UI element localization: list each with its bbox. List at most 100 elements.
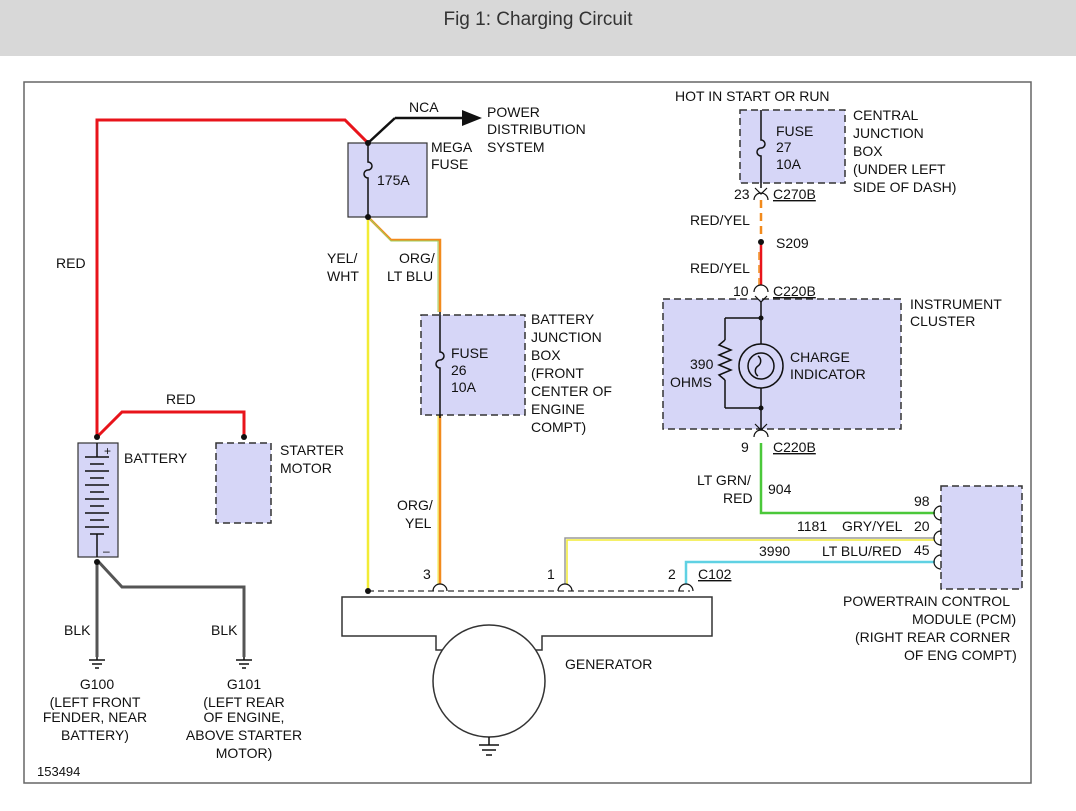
wire-label-ltblu-red: LT BLU/RED (822, 543, 902, 559)
figure-title: Fig 1: Charging Circuit (443, 9, 633, 30)
resistor-ohms-value: 390 (690, 356, 714, 372)
connection-dot (241, 434, 247, 440)
fuse-27-label: FUSE (776, 123, 813, 139)
g101-label: G101 (227, 676, 261, 692)
generator-pin-terminals-icon (432, 583, 694, 592)
connection-dot (365, 214, 371, 220)
splice-s209-label: S209 (776, 235, 809, 251)
connector-c270b-icon (753, 187, 769, 201)
bjb-label-6: ENGINE (531, 401, 585, 417)
circuit-904-label: 904 (768, 481, 792, 497)
resistor-ohms-unit: OHMS (670, 374, 712, 390)
battery-cells-icon (85, 443, 109, 557)
connection-dot (94, 434, 100, 440)
wire-label-org-ltblu-1: ORG/ (399, 250, 435, 266)
connection-dot (758, 315, 764, 321)
g100-label: G100 (80, 676, 114, 692)
ic-label-2: CLUSTER (910, 313, 975, 329)
cjb-label-1: CENTRAL (853, 107, 919, 123)
fuse-27-number: 27 (776, 139, 792, 155)
battery-box (77, 442, 119, 558)
wire-label-red-yel-2: RED/YEL (690, 260, 750, 276)
wire-ltgrn-red (759, 443, 935, 515)
pds-label-3: SYSTEM (487, 139, 545, 155)
generator-pin-1: 1 (547, 566, 555, 582)
bjb-label-5: CENTER OF (531, 383, 612, 399)
connector-c220b-top-label: C220B (773, 283, 816, 299)
wire-ltblu-red (684, 560, 935, 584)
bjb-label-1: BATTERY (531, 311, 595, 327)
splice-s209 (758, 239, 764, 245)
bjb-label-2: JUNCTION (531, 329, 602, 345)
starter-motor-box (215, 442, 272, 524)
g101-desc-1: (LEFT REAR (203, 694, 284, 710)
ground-generator-icon (479, 737, 499, 756)
mega-fuse-box (347, 142, 428, 218)
ground-g100-icon (89, 657, 105, 669)
wire-blk-g101 (95, 558, 246, 657)
wire-nca-to-pds (367, 117, 396, 144)
nca-label: NCA (409, 99, 439, 115)
wire-red-battery-to-mega-fuse (95, 118, 370, 437)
generator-body (341, 596, 713, 651)
wire-label-red-yel-1: RED/YEL (690, 212, 750, 228)
fuse-26-rating: 10A (451, 379, 477, 395)
pds-label-2: DISTRIBUTION (487, 121, 586, 137)
cjb-label-3: BOX (853, 143, 883, 159)
charge-indicator-label-1: CHARGE (790, 349, 850, 365)
wire-red-battery-to-starter (95, 410, 246, 439)
pin-23-label: 23 (734, 186, 750, 202)
battery-label: BATTERY (124, 450, 188, 466)
instrument-cluster-box (662, 298, 902, 430)
connection-dot (365, 588, 371, 594)
pcm-label-1: POWERTRAIN CONTROL (843, 593, 1010, 609)
g100-desc-1: (LEFT FRONT (50, 694, 141, 710)
generator-label: GENERATOR (565, 656, 652, 672)
connection-dot (365, 140, 371, 146)
connector-c102-label: C102 (698, 566, 732, 582)
charge-indicator-lamp-icon (738, 343, 784, 389)
mega-fuse-rating: 175A (377, 172, 410, 188)
arrow-head-icon (462, 110, 482, 126)
battery-plus-sign: + (104, 444, 111, 458)
circuit-1181-label: 1181 (797, 518, 827, 534)
bjb-label-7: COMPT) (531, 419, 586, 435)
starter-label-2: MOTOR (280, 460, 332, 476)
cjb-label-4: (UNDER LEFT (853, 161, 946, 177)
wire-org-ltblu-stripe (367, 216, 439, 312)
figure-header: Fig 1: Charging Circuit (0, 0, 1076, 56)
pin-9-label: 9 (741, 439, 749, 455)
charge-indicator-label-2: INDICATOR (790, 366, 866, 382)
generator-pin-2: 2 (668, 566, 676, 582)
fuse-symbol-icon (363, 143, 373, 217)
wire-label-ltgrn-red-2: RED (723, 490, 753, 506)
pcm-pin-20: 20 (914, 518, 930, 534)
fuse-26-label: FUSE (451, 345, 488, 361)
diagram-frame (23, 81, 1032, 784)
wire-label-blk-2: BLK (211, 622, 238, 638)
ic-label-1: INSTRUMENT (910, 296, 1002, 312)
wire-label-org-ltblu-2: LT BLU (387, 268, 433, 284)
pin-10-label: 10 (733, 283, 749, 299)
g101-desc-3: ABOVE STARTER (186, 727, 302, 743)
pcm-label-3: (RIGHT REAR CORNER (855, 629, 1010, 645)
pcm-label-2: MODULE (PCM) (912, 611, 1016, 627)
figure-id: 153494 (37, 764, 80, 779)
pcm-pin-45: 45 (914, 542, 930, 558)
wire-label-org-yel-1: ORG/ (397, 497, 433, 513)
cjb-label-2: JUNCTION (853, 125, 924, 141)
hot-in-start-label: HOT IN START OR RUN (675, 88, 830, 104)
bjb-label-4: (FRONT (531, 365, 584, 381)
connector-c220b-bottom-icon (753, 423, 769, 438)
g101-desc-4: MOTOR) (216, 745, 273, 761)
battery-minus-sign: – (103, 544, 110, 558)
wire-gry-yel (564, 537, 935, 584)
pcm-box (940, 485, 1023, 590)
fuse-27-rating: 10A (776, 156, 802, 172)
mega-fuse-label-2: FUSE (431, 156, 468, 172)
wire-label-yel-wht-2: WHT (327, 268, 359, 284)
pcm-pin-terminals-icon (933, 505, 942, 570)
generator-pin-3: 3 (423, 566, 431, 582)
pcm-label-4: OF ENG COMPT) (904, 647, 1017, 663)
